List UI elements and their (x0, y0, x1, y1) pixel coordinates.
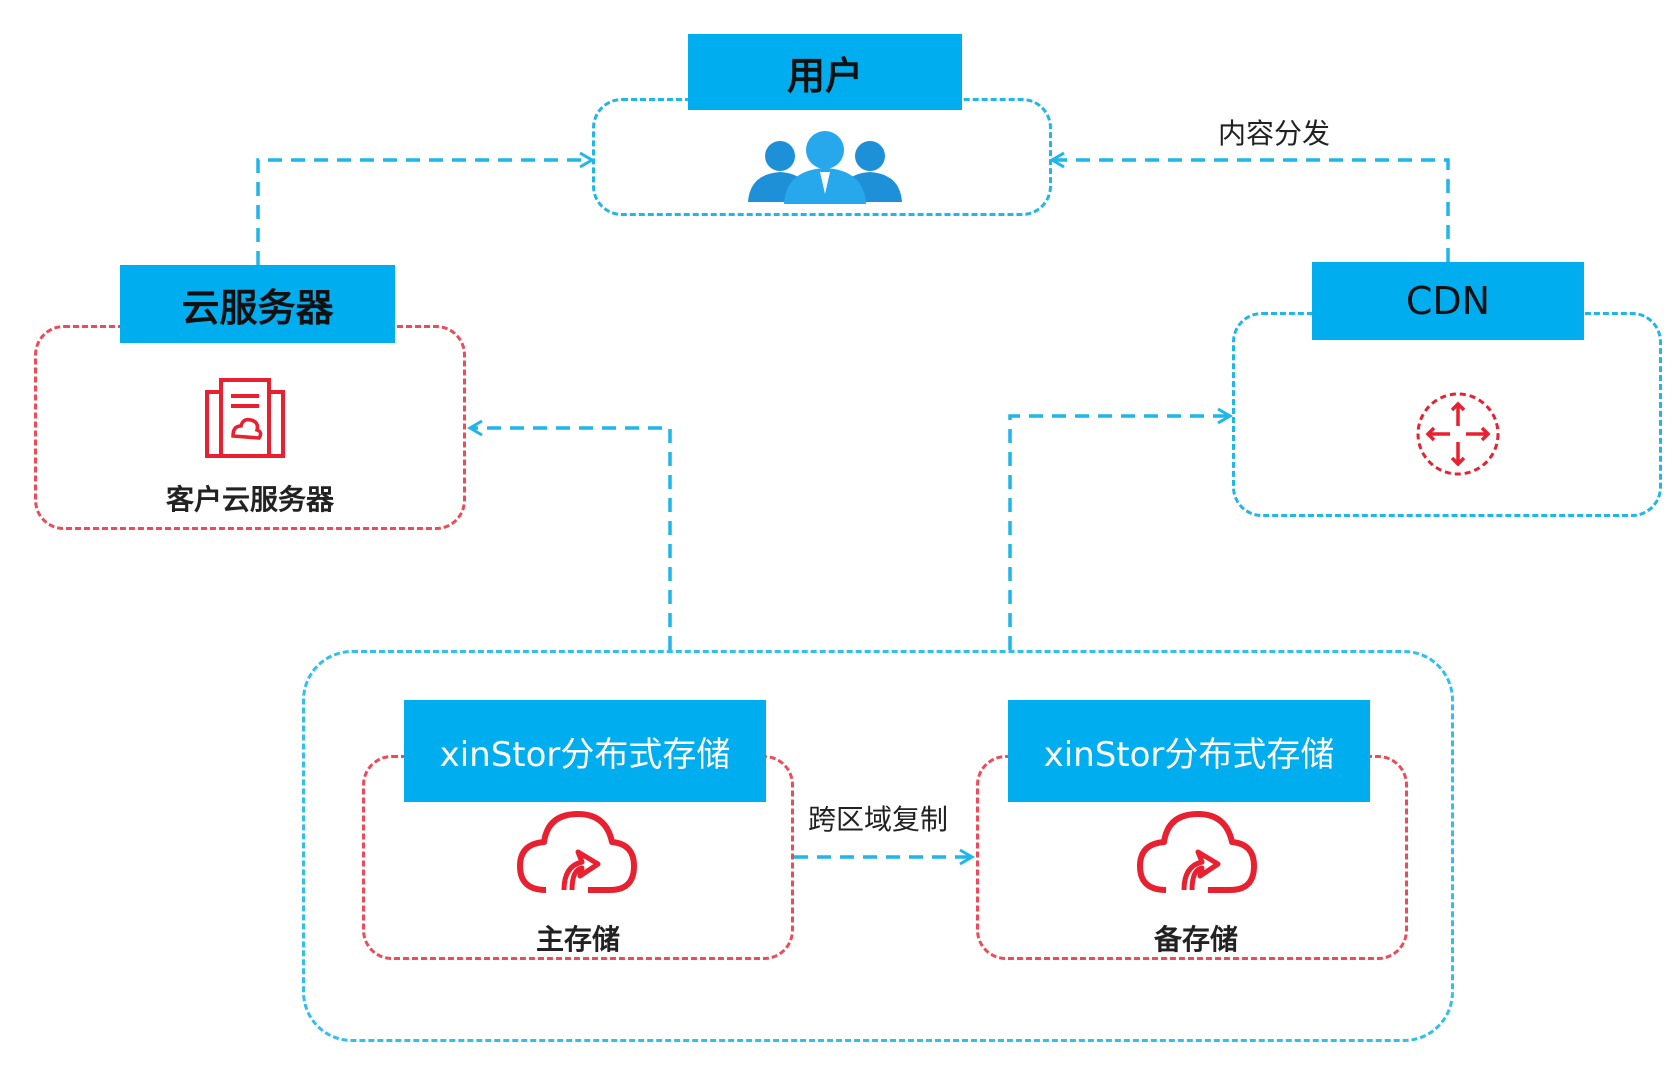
cloud-upload-icon (517, 811, 637, 893)
backup-storage-caption: 备存储 (1153, 923, 1238, 956)
cloud-server-title: 云服务器 (120, 265, 395, 343)
cross-region-replication-label: 跨区域复制 (808, 803, 949, 836)
users-group-icon (748, 131, 902, 204)
server-icon (205, 378, 285, 458)
backup-storage-title: xinStor分布式存储 (1008, 700, 1370, 802)
network-router-icon (1416, 392, 1500, 476)
cdn-title: CDN (1312, 262, 1584, 340)
edge-storage-to-server (467, 419, 672, 650)
edge-storage-to-cdn (1008, 407, 1233, 650)
primary-storage-caption: 主存储 (535, 923, 620, 956)
storage-cluster (302, 650, 1454, 1042)
edge-server-to-user (256, 151, 595, 265)
cloud-server-caption: 客户云服务器 (165, 483, 334, 516)
user-title: 用户 (688, 34, 962, 110)
content-distribution-label: 内容分发 (1218, 117, 1331, 150)
edge-cdn-to-user (1049, 151, 1450, 262)
cloud-upload-icon (1137, 811, 1257, 893)
primary-storage-title: xinStor分布式存储 (404, 700, 766, 802)
